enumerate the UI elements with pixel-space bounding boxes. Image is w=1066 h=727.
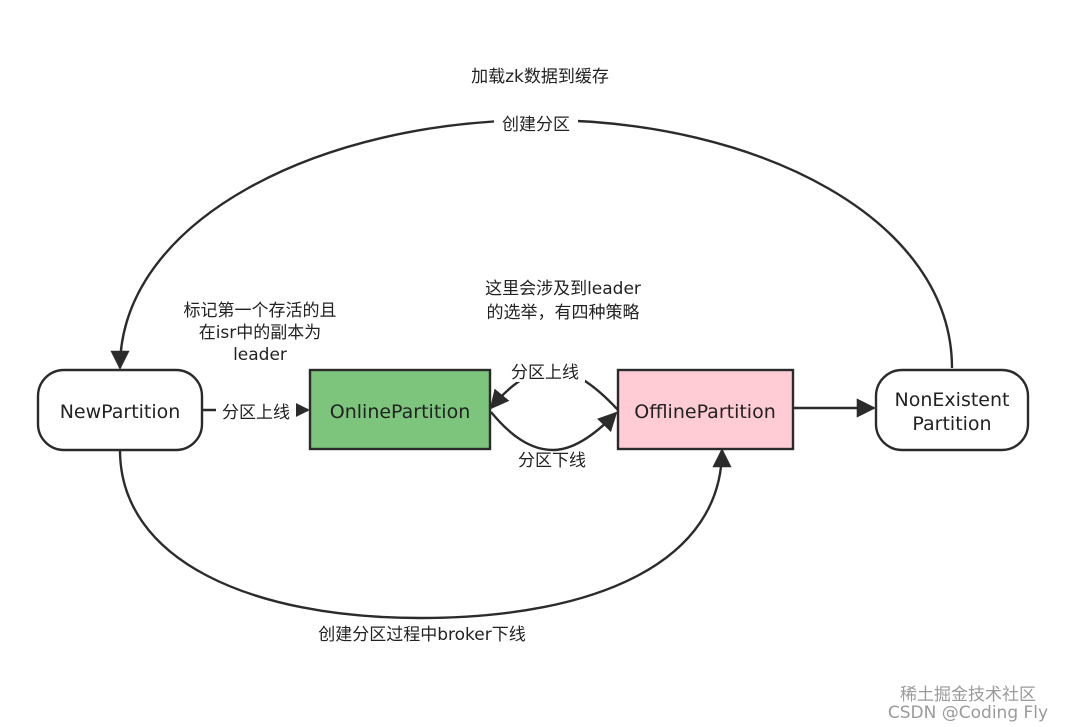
node-non-existent-partition: NonExistent Partition	[874, 368, 1030, 452]
new-to-online-label: 分区上线	[222, 403, 290, 423]
node-label: OnlinePartition	[330, 401, 470, 423]
node-offline-partition: OfflinePartition	[616, 368, 795, 451]
node-label: NewPartition	[60, 401, 181, 423]
node-label-line1: NonExistent	[895, 389, 1010, 411]
leader-mark-line1: 标记第一个存活的且	[184, 301, 337, 321]
node-label: OfflinePartition	[634, 401, 776, 423]
election-note-line2: 的选举，有四种策略	[487, 303, 640, 323]
new-to-offline-label: 创建分区过程中broker下线	[318, 625, 526, 645]
top-edge-label-line2: 创建分区	[502, 115, 570, 135]
watermark-line1: 稀土掘金技术社区	[900, 685, 1036, 705]
watermark-line2: CSDN @Coding Fly	[888, 703, 1048, 723]
node-online-partition: OnlinePartition	[308, 368, 492, 451]
node-new-partition: NewPartition	[36, 368, 204, 452]
online-to-offline-label: 分区下线	[518, 451, 586, 471]
leader-mark-line3: leader	[233, 345, 287, 365]
online-partition-box	[308, 368, 492, 451]
top-edge-label-line1: 加载zk数据到缓存	[471, 67, 609, 87]
node-label-line2: Partition	[912, 413, 991, 435]
leader-mark-line2: 在isr中的副本为	[199, 323, 322, 343]
offline-partition-box	[616, 368, 795, 451]
edge-new-to-offline	[118, 448, 732, 620]
offline-to-online-label: 分区上线	[511, 363, 579, 383]
edge-online-to-offline	[490, 411, 618, 452]
election-note-line1: 这里会涉及到leader	[485, 279, 641, 299]
